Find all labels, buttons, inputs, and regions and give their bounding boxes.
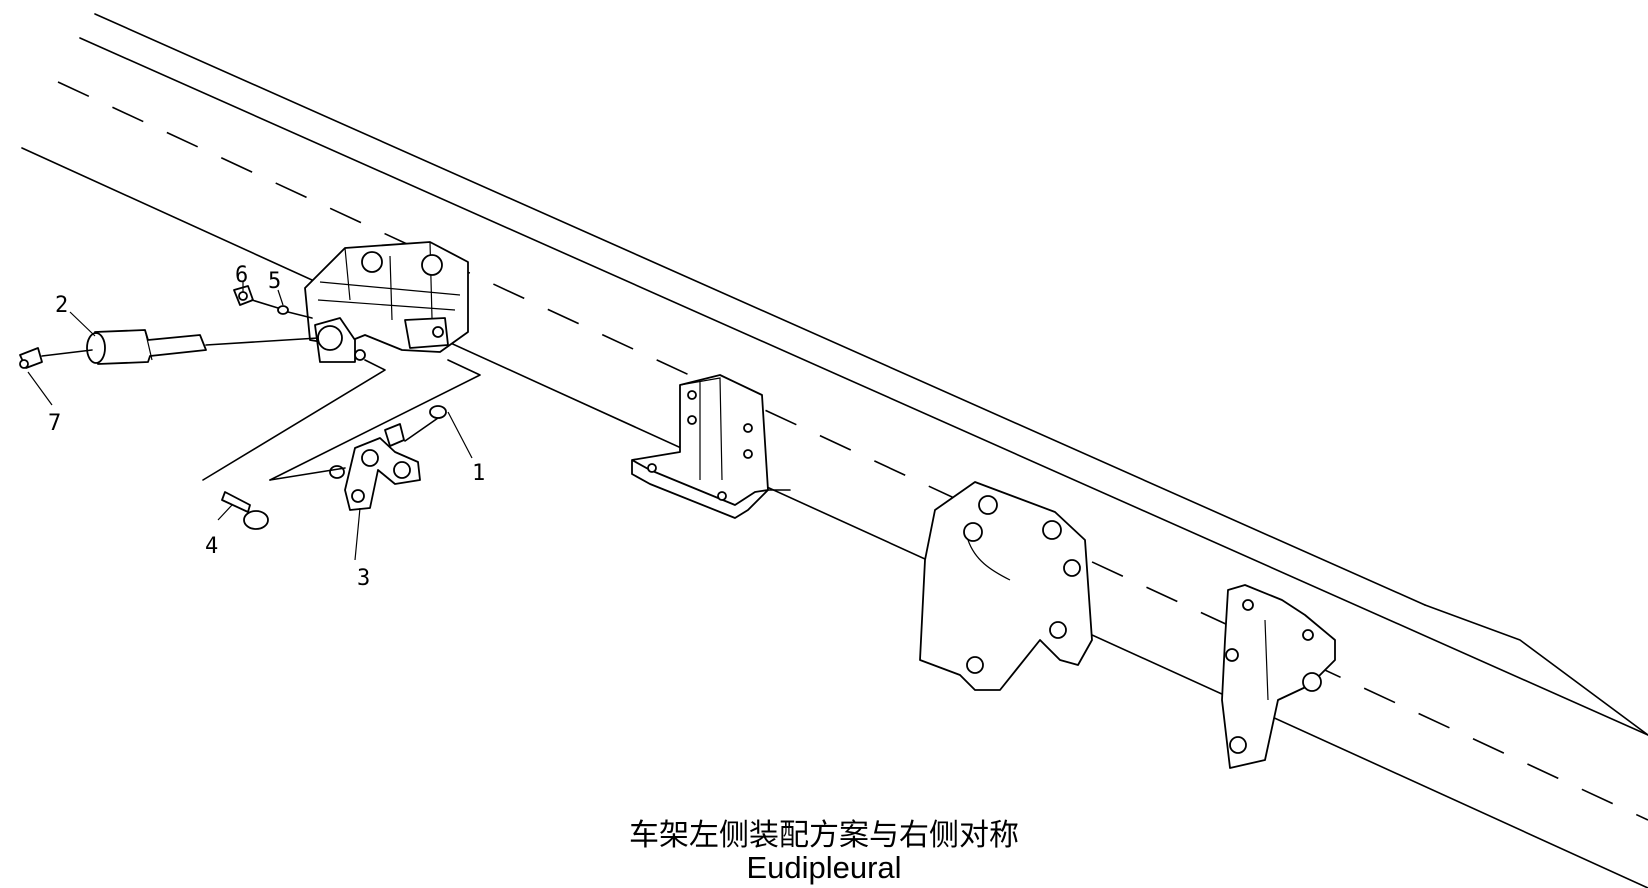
callout-2: 2 (55, 293, 68, 318)
middle-bracket (631, 374, 791, 519)
callout-7: 7 (48, 411, 61, 436)
drawing-caption: 车架左侧装配方案与右侧对称 Eudipleural (0, 820, 1648, 884)
bolt (221, 491, 269, 530)
caption-english: Eudipleural (746, 849, 902, 885)
callout-1: 1 (472, 461, 485, 486)
front-bracket (304, 241, 469, 363)
rear-bracket (919, 481, 1093, 691)
right-bracket (1221, 584, 1336, 769)
pin-sleeve (86, 329, 319, 365)
shackle (202, 359, 481, 511)
nut-washer (233, 285, 313, 319)
callout-3: 3 (357, 566, 370, 591)
callout-leaders (27, 282, 473, 561)
callout-5: 5 (268, 269, 281, 294)
grease-nipple (19, 347, 93, 369)
caption-chinese: 车架左侧装配方案与右侧对称 (629, 818, 1019, 853)
frame-rail (21, 13, 1648, 888)
callout-4: 4 (205, 534, 218, 559)
callout-6: 6 (235, 263, 248, 288)
